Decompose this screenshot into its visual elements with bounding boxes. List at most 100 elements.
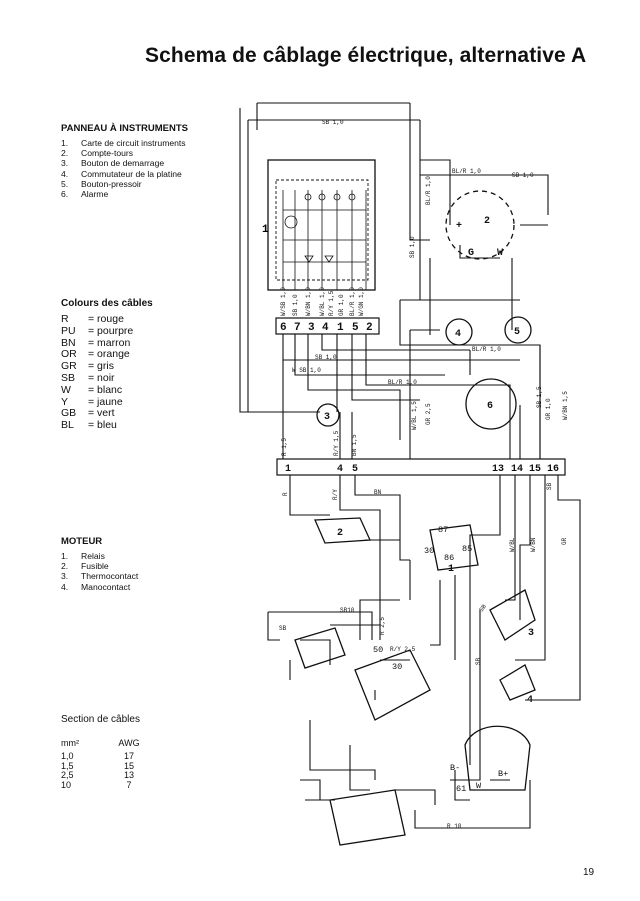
panel-heading: PANNEAU À INSTRUMENTS xyxy=(61,123,189,134)
colour-label: = noir xyxy=(88,371,115,384)
item-number: 2. xyxy=(61,148,69,159)
wire-label: W/BL 1,0 xyxy=(319,287,326,316)
wire-label: BL/R 1,0 xyxy=(472,346,501,353)
list-item: 2.Fusible xyxy=(61,561,138,571)
strip-terminal: 13 xyxy=(492,464,504,475)
wire-label: W SB 1,0 xyxy=(292,367,321,374)
wire-label: R/Y 1,5 xyxy=(333,430,340,456)
wire-labels: SB 1,0 BL/R 1,0 SB 1,0 BL/R 1,0 SB 1,0 B… xyxy=(279,119,569,830)
engine-legend-list: 1.Relais 2.Fusible 3.Thermocontact 4.Man… xyxy=(61,551,138,592)
cell-awg: 15 xyxy=(123,760,134,771)
board-label: 1 xyxy=(262,224,269,236)
strip-terminal: 4 xyxy=(337,464,343,475)
board-circuit xyxy=(282,190,367,290)
cell-mm2: 1,0 xyxy=(61,751,74,761)
colours-heading: Colours des câbles xyxy=(61,298,153,309)
starter-solenoid xyxy=(294,627,346,669)
colour-label: = bleu xyxy=(88,419,117,432)
panel-terminal-numbers: 6 7 3 4 1 5 2 xyxy=(280,322,373,334)
wire-label: R/Y xyxy=(332,489,339,500)
list-item: 6.Alarme xyxy=(61,189,186,199)
item-label: Alarme xyxy=(81,189,109,200)
item-label: Manocontact xyxy=(81,581,131,592)
wire-label: BL/R 1,0 xyxy=(452,168,481,175)
list-item: 3.Bouton de demarrage xyxy=(61,158,186,168)
wire-label: W/BN 1,0 xyxy=(305,287,312,316)
colour-code: OR xyxy=(61,348,77,361)
panel-terminal: 2 xyxy=(366,322,373,334)
page-number: 19 xyxy=(583,867,595,878)
list-item: GR= gris xyxy=(61,360,133,373)
panel-terminal: 4 xyxy=(322,322,329,334)
wire-label: W/GN 1,0 xyxy=(358,287,365,316)
wire-label: W/BL 1,5 xyxy=(411,401,418,430)
wire-label: BN 1,5 xyxy=(351,434,358,456)
panel-terminal: 5 xyxy=(352,322,359,334)
pin-labels: 87 85 86 30 50 30 B- B+ 61 W xyxy=(373,525,508,794)
colour-label: = pourpre xyxy=(88,324,134,337)
battery-outline xyxy=(329,789,406,846)
cell-mm2: 2,5 xyxy=(61,770,74,781)
colour-label: = jaune xyxy=(88,395,123,408)
wire-label: SB 1,5 xyxy=(536,386,543,408)
item-number: 4. xyxy=(61,581,69,592)
alarm-number: 6 xyxy=(487,401,493,412)
cable-section-heading: Section de câbles xyxy=(61,714,140,725)
strip-terminal: 16 xyxy=(547,464,559,475)
fuse-number: 2 xyxy=(337,528,343,539)
tach-w-label: W xyxy=(497,248,503,259)
panel-connector xyxy=(275,317,380,335)
tachometer-outline xyxy=(445,190,515,260)
page-title: Schema de câblage électrique, alternativ… xyxy=(145,44,587,67)
wire-label: SB 1,0 xyxy=(409,236,416,258)
item-number: 1. xyxy=(61,551,69,561)
wire-label: R xyxy=(282,492,289,496)
list-item: 4.Commutateur de la platine xyxy=(61,169,186,179)
wire-label: R/Y 2,5 xyxy=(390,646,416,653)
mano-number: 4 xyxy=(527,695,533,706)
wire-label: SB xyxy=(546,482,553,490)
alt-pin-bminus: B- xyxy=(450,763,460,773)
relay-pin-87: 87 xyxy=(438,525,448,535)
column-header-mm2: mm² xyxy=(61,738,79,748)
thermo-number: 3 xyxy=(528,628,534,639)
colour-code: R xyxy=(61,313,69,325)
relay-pin-30: 30 xyxy=(424,546,434,556)
strip-terminal: 5 xyxy=(352,464,358,475)
wire-label: BL/R 1,0 xyxy=(349,287,356,316)
relay-number: 1 xyxy=(448,564,454,575)
relay-pin-86: 86 xyxy=(444,553,454,563)
wire-label: SB xyxy=(475,657,482,665)
colour-label: = marron xyxy=(88,336,131,349)
colour-code: GR xyxy=(61,360,77,373)
wire-label: SB 1,0 xyxy=(292,294,299,316)
instrument-board: 1 xyxy=(262,159,380,335)
item-number: 3. xyxy=(61,571,69,582)
panel-wire-labels: W/SB 1,0 SB 1,0 W/BN 1,0 W/BL 1,0 R/Y 1,… xyxy=(280,287,365,316)
strip-terminal-numbers: 1 4 5 13 14 15 16 xyxy=(285,464,559,475)
wire-label: W/SB 1,0 xyxy=(280,287,287,316)
wire-label: R 2,5 xyxy=(379,617,386,635)
wire-label: SB xyxy=(478,603,488,613)
wire-label: GR xyxy=(561,537,568,545)
alarm-outline xyxy=(465,378,517,430)
list-item: GB= vert xyxy=(61,408,133,420)
colour-code: SB xyxy=(61,371,76,384)
colour-code: GB xyxy=(61,407,77,420)
item-label: Carte de circuit instruments xyxy=(81,138,186,148)
wire-label: SB 1,0 xyxy=(315,354,337,361)
list-item: PU= pourpre xyxy=(61,324,134,338)
list-item: Y = jaune xyxy=(61,395,133,409)
start-button-outline xyxy=(316,403,340,427)
tachometer-number: 2 xyxy=(484,216,490,227)
list-item: 1.Carte de circuit instruments xyxy=(61,138,186,148)
list-item: 5.Bouton-pressoir xyxy=(61,179,186,189)
alt-pin-w: W xyxy=(476,781,482,791)
colour-label: = orange xyxy=(88,348,130,361)
item-label: Bouton de demarrage xyxy=(81,158,165,169)
tach-plus-label: + xyxy=(456,221,462,232)
colour-code: Y xyxy=(61,395,69,408)
panel-terminal: 3 xyxy=(308,322,315,334)
